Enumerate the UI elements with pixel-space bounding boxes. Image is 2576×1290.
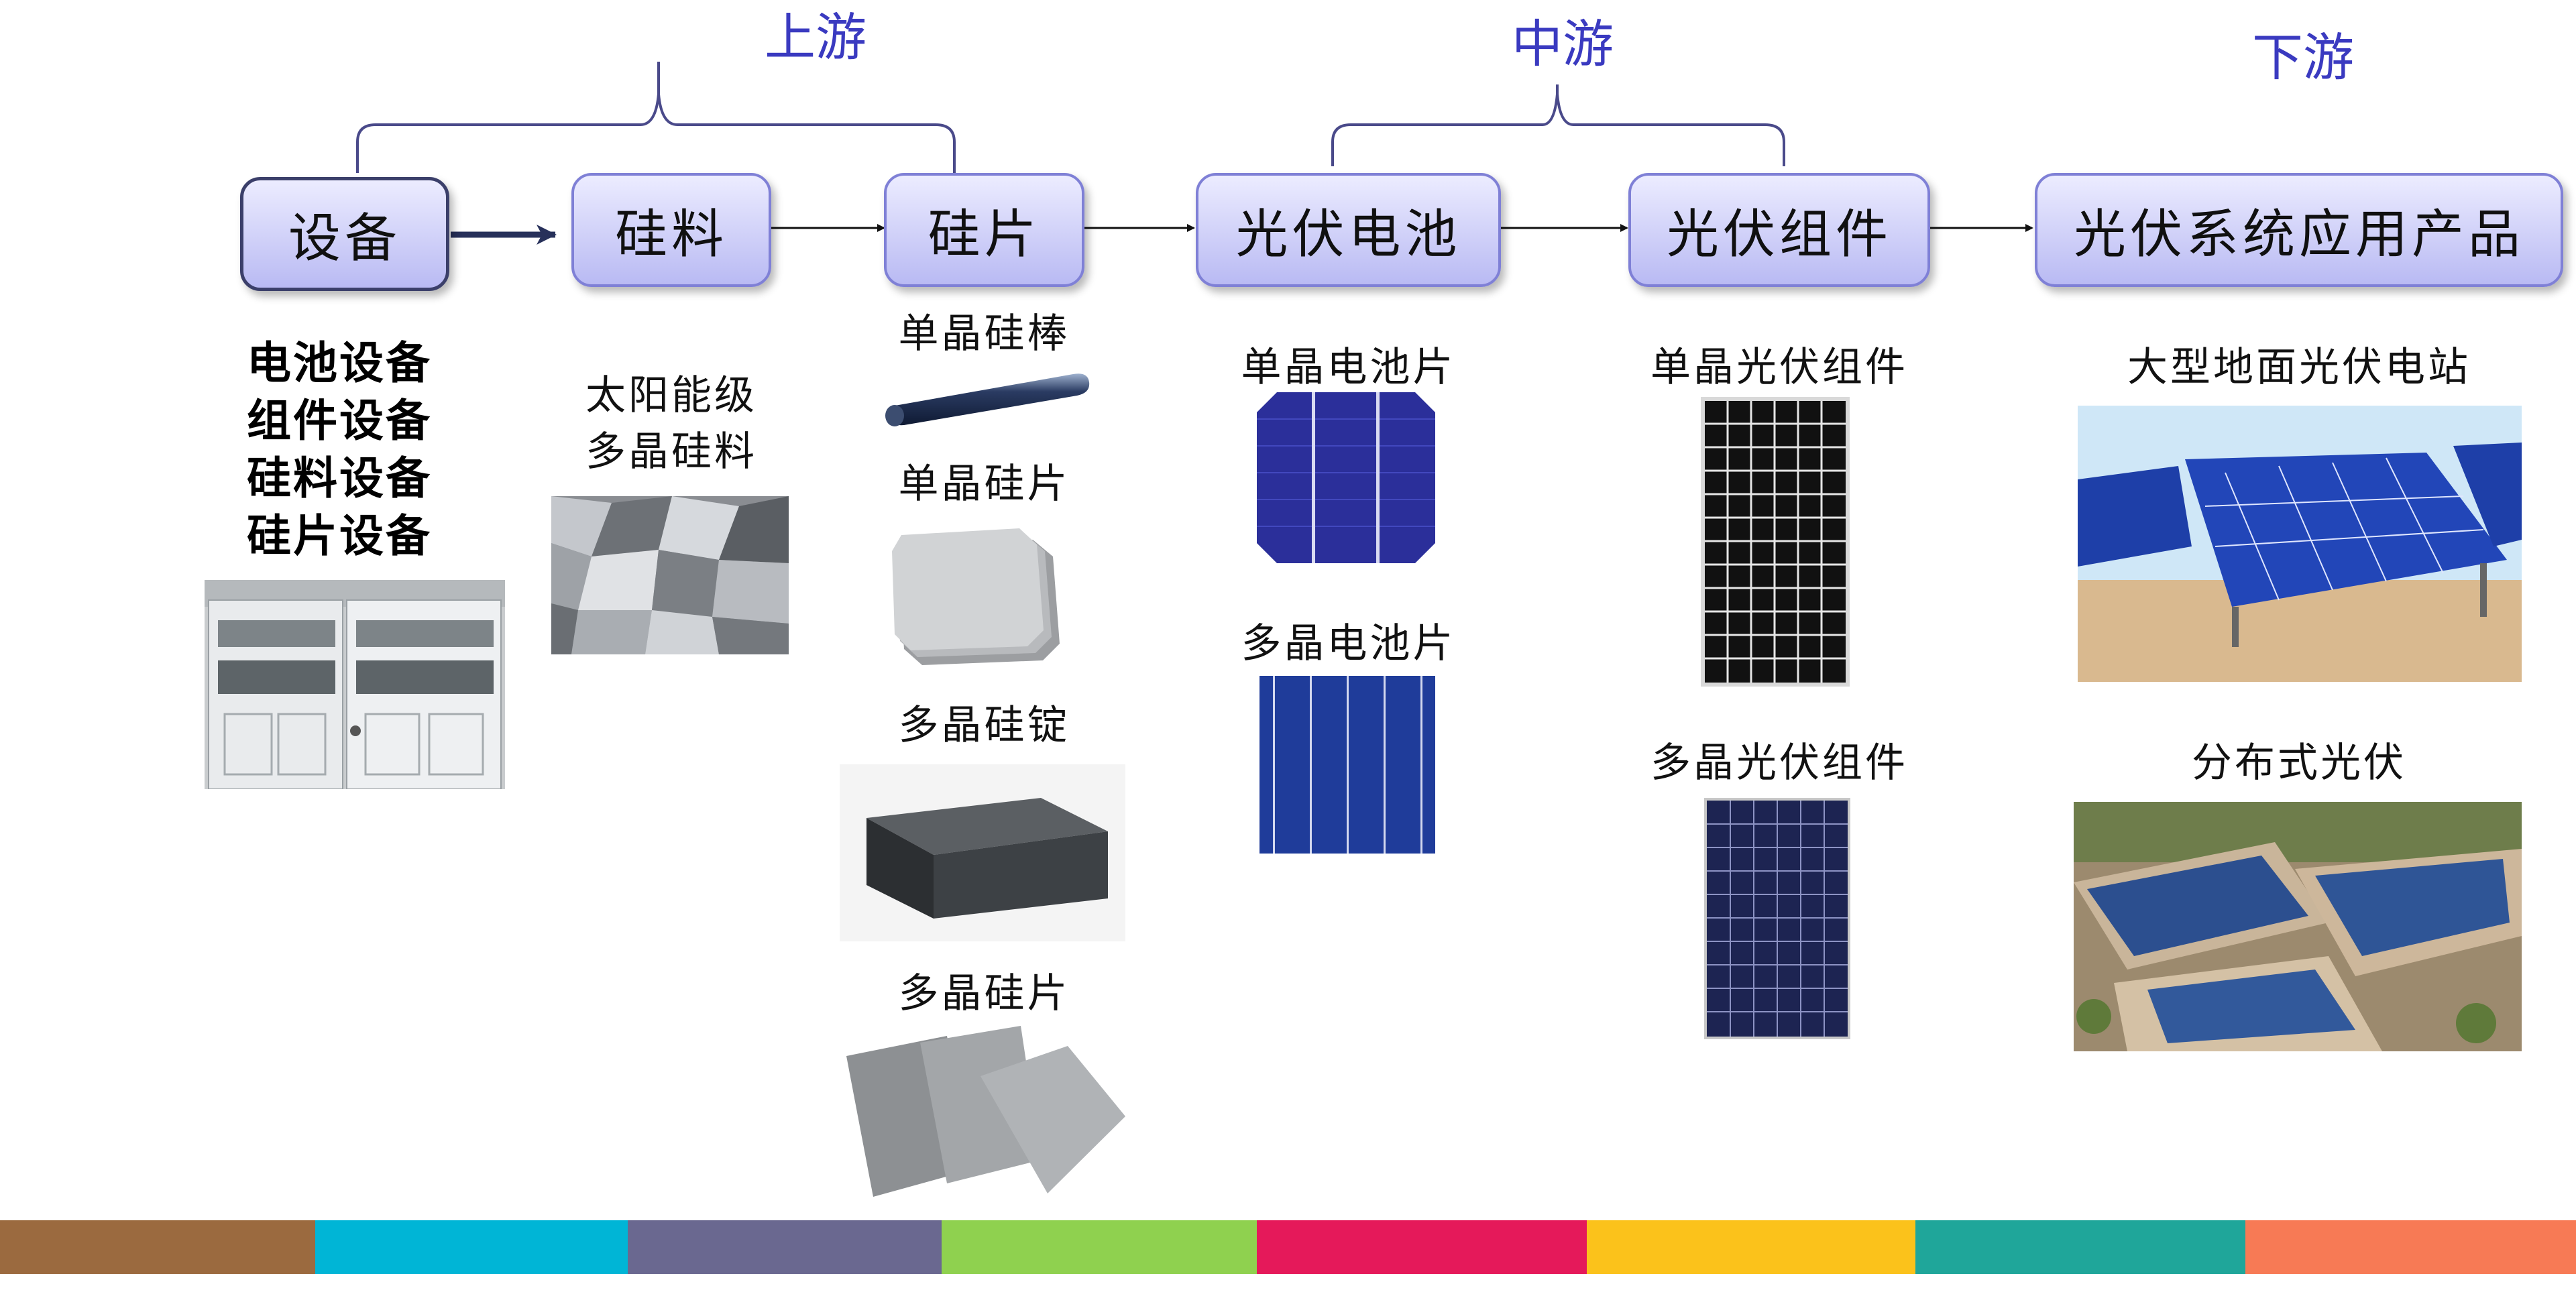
footer-bar-segment bbox=[628, 1220, 942, 1274]
poly-ingot-photo bbox=[840, 764, 1125, 941]
footer-bar-segment bbox=[0, 1220, 315, 1274]
footer-bar-segment bbox=[1915, 1220, 2245, 1274]
footer-bar-segment bbox=[942, 1220, 1257, 1274]
mono-rod-label: 单晶硅棒 bbox=[898, 310, 1070, 357]
mono-cell-photo bbox=[1257, 392, 1435, 563]
silicon-material-label-line: 多晶硅料 bbox=[585, 428, 757, 475]
footer-bar-segment bbox=[1257, 1220, 1587, 1274]
distributed-photo bbox=[2074, 802, 2522, 1051]
polysilicon-chunks-photo bbox=[551, 496, 789, 654]
node-pv-system: 光伏系统应用产品 bbox=[2035, 173, 2563, 287]
poly-module-label: 多晶光伏组件 bbox=[1650, 740, 1908, 786]
footer-bar-segment bbox=[1587, 1220, 1915, 1274]
poly-module-photo bbox=[1704, 798, 1850, 1039]
stage-upstream: 上游 bbox=[765, 7, 866, 67]
node-pv-module: 光伏组件 bbox=[1628, 173, 1930, 287]
ground-station-photo bbox=[2078, 406, 2522, 682]
node-silicon-material: 硅料 bbox=[571, 173, 771, 287]
poly-wafer-photo bbox=[846, 1016, 1125, 1200]
poly-ingot-label: 多晶硅锭 bbox=[898, 702, 1070, 749]
poly-cell-photo bbox=[1259, 676, 1435, 854]
mono-rod-photo bbox=[879, 362, 1092, 426]
node-silicon-wafer: 硅片 bbox=[884, 173, 1084, 287]
upstream-brace bbox=[356, 62, 956, 173]
silicon-material-label: 太阳能级 多晶硅料 bbox=[571, 367, 771, 480]
equipment-photo bbox=[205, 580, 505, 789]
equipment-list-item: 硅料设备 bbox=[247, 452, 432, 504]
mono-module-label: 单晶光伏组件 bbox=[1650, 344, 1908, 391]
midstream-brace bbox=[1331, 84, 1785, 166]
poly-cell-label: 多晶电池片 bbox=[1241, 620, 1456, 667]
footer-bar-segment bbox=[2245, 1220, 2576, 1274]
equipment-list-item: 组件设备 bbox=[247, 394, 432, 447]
mono-wafer-photo bbox=[892, 523, 1068, 667]
node-equipment: 设备 bbox=[240, 177, 449, 291]
distributed-label: 分布式光伏 bbox=[2192, 740, 2406, 786]
mono-module-photo bbox=[1701, 397, 1850, 687]
ground-station-label: 大型地面光伏电站 bbox=[2127, 344, 2471, 391]
equipment-list-item: 硅片设备 bbox=[247, 510, 432, 562]
mono-wafer-label: 单晶硅片 bbox=[898, 461, 1070, 508]
equipment-list-item: 电池设备 bbox=[247, 337, 432, 389]
node-pv-cell: 光伏电池 bbox=[1196, 173, 1501, 287]
stage-midstream: 中游 bbox=[1512, 14, 1614, 74]
poly-wafer-label: 多晶硅片 bbox=[898, 970, 1070, 1017]
footer-bar-segment bbox=[315, 1220, 628, 1274]
silicon-material-label-line: 太阳能级 bbox=[585, 372, 757, 419]
mono-cell-label: 单晶电池片 bbox=[1241, 344, 1456, 391]
stage-downstream: 下游 bbox=[2252, 27, 2354, 87]
equipment-list: 电池设备 组件设备 硅料设备 硅片设备 bbox=[247, 334, 432, 565]
